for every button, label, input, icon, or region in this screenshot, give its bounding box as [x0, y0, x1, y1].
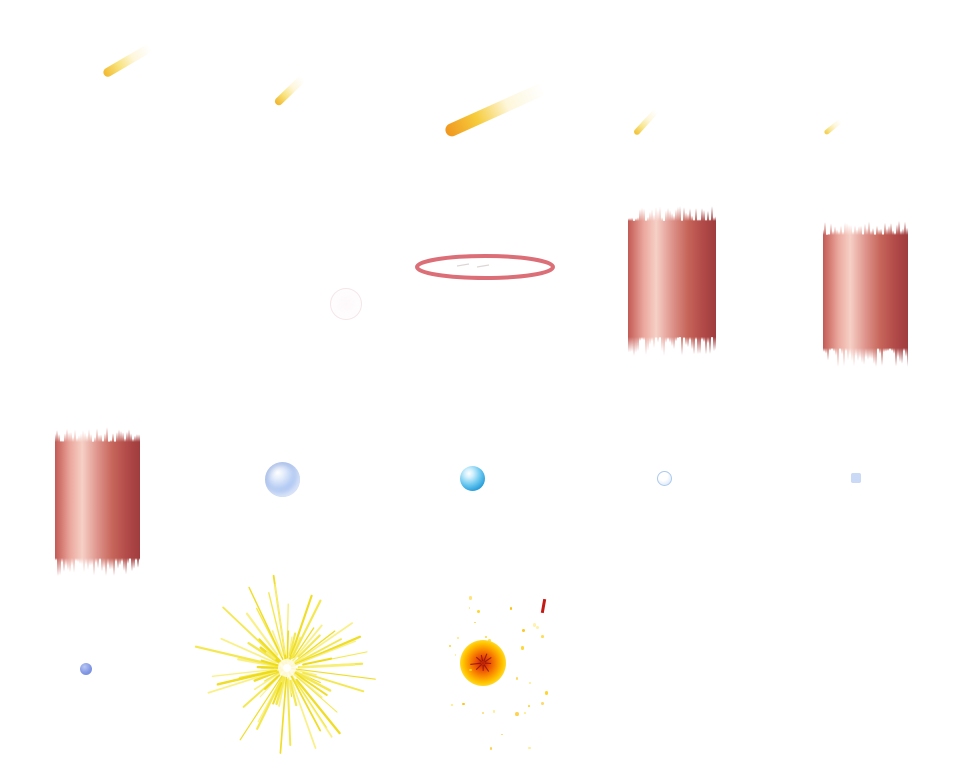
sparkle-field-6	[448, 645, 452, 648]
sparkle-field-1	[515, 712, 519, 716]
sparkle-field-23	[524, 711, 527, 714]
sparkle-field-2	[492, 710, 496, 713]
comet-streak-4	[632, 107, 660, 137]
ellipse-ring	[415, 254, 555, 280]
bubble-small	[656, 470, 672, 486]
firework-glow-spokes	[470, 653, 492, 672]
sparkle-field-22	[473, 621, 476, 624]
fringed-cylinder-3	[55, 427, 140, 577]
comet-streak-3	[443, 80, 551, 138]
comet-streak-1	[101, 42, 155, 78]
sparkle-field-13	[509, 607, 513, 610]
small-blue-dot	[80, 663, 92, 675]
comet-streak-5	[823, 118, 843, 135]
starburst-large	[194, 574, 376, 754]
red-dash	[540, 598, 547, 614]
fringed-cylinder-2	[823, 220, 908, 367]
ghost-circle	[330, 288, 362, 320]
sparkle-field-19	[515, 677, 518, 680]
sparkle-field-15	[468, 596, 473, 600]
sparkle-field-25	[540, 701, 544, 705]
sparkle-field-10	[501, 733, 503, 736]
sparkle-field-27	[476, 609, 480, 613]
sparkle-field-4	[489, 747, 493, 750]
sparkle-field-20	[454, 654, 457, 656]
fringed-cylinder-1	[628, 206, 716, 356]
sparkle-field-11	[532, 623, 537, 627]
sparkle-field-5	[450, 704, 453, 707]
pale-square-dot	[851, 473, 861, 483]
firework-glow	[460, 640, 506, 686]
sparkle-field-18	[469, 668, 473, 672]
sparkle-field-12	[484, 635, 487, 638]
sparkle-field-0	[544, 691, 549, 695]
sparkle-field-24	[528, 705, 530, 708]
sparkle-field-26	[528, 746, 531, 750]
sparkle-field-29	[457, 636, 460, 639]
sparkle-field-17	[536, 626, 540, 630]
sparkle-field-16	[482, 712, 484, 715]
sparkle-field-9	[540, 635, 544, 638]
sparkle-field-28	[521, 628, 526, 633]
glossy-sphere-medium	[459, 465, 485, 491]
sparkle-field-7	[461, 702, 465, 706]
comet-streak-2	[273, 74, 307, 107]
sparkle-field-8	[529, 681, 532, 684]
glossy-sphere-large	[264, 461, 300, 497]
sparkle-field-3	[520, 646, 525, 650]
sparkle-field-21	[488, 638, 492, 642]
sparkle-field-14	[468, 607, 471, 610]
